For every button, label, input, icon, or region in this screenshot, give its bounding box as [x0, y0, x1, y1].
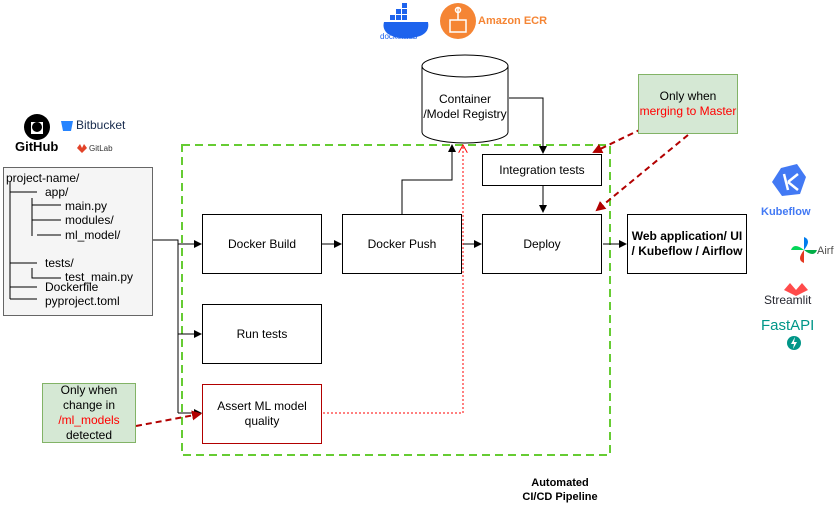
registry-cylinder	[421, 54, 509, 144]
docker-build-box: Docker Build	[202, 214, 322, 274]
pipeline-frame	[181, 144, 611, 456]
edge-registry-integration	[509, 97, 547, 154]
edge-assert-registry	[323, 145, 463, 414]
models-note-line2: change in	[62, 398, 116, 412]
master-note-line2: merging to Master	[639, 104, 737, 118]
edge-push-registry	[401, 144, 456, 214]
kubeflow-label: Kubeflow	[761, 206, 811, 218]
models-note-line4: detected	[65, 428, 113, 442]
master-note-line1: Only when	[659, 89, 717, 103]
tree-dockerfile: Dockerfile	[45, 280, 99, 294]
registry-label: Container /Model Registry	[423, 92, 507, 121]
fastapi-label: FastAPI	[761, 317, 815, 334]
master-note: Only when merging to Master	[638, 74, 738, 134]
github-label: GitHub	[15, 139, 59, 154]
web-app-box: Web application/ UI / Kubeflow / Airflow	[627, 214, 747, 274]
assert-ml-box: Assert ML model quality	[202, 384, 322, 444]
models-note: Only when change in /ml_models detected	[42, 383, 136, 443]
airflow-label: Airflow	[817, 245, 834, 257]
dockerhub-label: dockerhub	[380, 32, 418, 41]
tree-main-py: main.py	[65, 199, 108, 213]
tree-tests: tests/	[45, 256, 74, 270]
tree-pyproject: pyproject.toml	[45, 294, 120, 308]
tree-modules: modules/	[65, 213, 114, 227]
pipeline-caption-line1: Automated	[531, 477, 589, 489]
amazon-ecr-label: Amazon ECR	[478, 15, 548, 27]
streamlit-label: Streamlit	[764, 293, 812, 307]
tree-test-main-py: test_main.py	[65, 270, 134, 284]
tree-lines	[9, 182, 61, 300]
bitbucket-label: Bitbucket	[76, 118, 126, 132]
edge-tree-split	[153, 239, 179, 413]
deploy-box: Deploy	[482, 214, 602, 274]
models-note-line1: Only when	[60, 383, 118, 397]
models-note-line3: /ml_models	[58, 413, 120, 427]
gitlab-label: GitLab	[89, 144, 113, 153]
pipeline-caption-line2: CI/CD Pipeline	[522, 491, 598, 503]
integration-tests-box: Integration tests	[482, 154, 602, 186]
edge-models-note-assert	[135, 410, 202, 427]
run-tests-box: Run tests	[202, 304, 322, 364]
project-tree: project-name/ app/ main.py modules/ ml_m…	[3, 167, 153, 316]
tree-root: project-name/	[6, 171, 80, 185]
docker-push-box: Docker Push	[342, 214, 462, 274]
pipeline-caption: Automated CI/CD Pipeline	[500, 476, 620, 504]
tree-app: app/	[45, 185, 69, 199]
tree-ml-model: ml_model/	[65, 228, 121, 242]
